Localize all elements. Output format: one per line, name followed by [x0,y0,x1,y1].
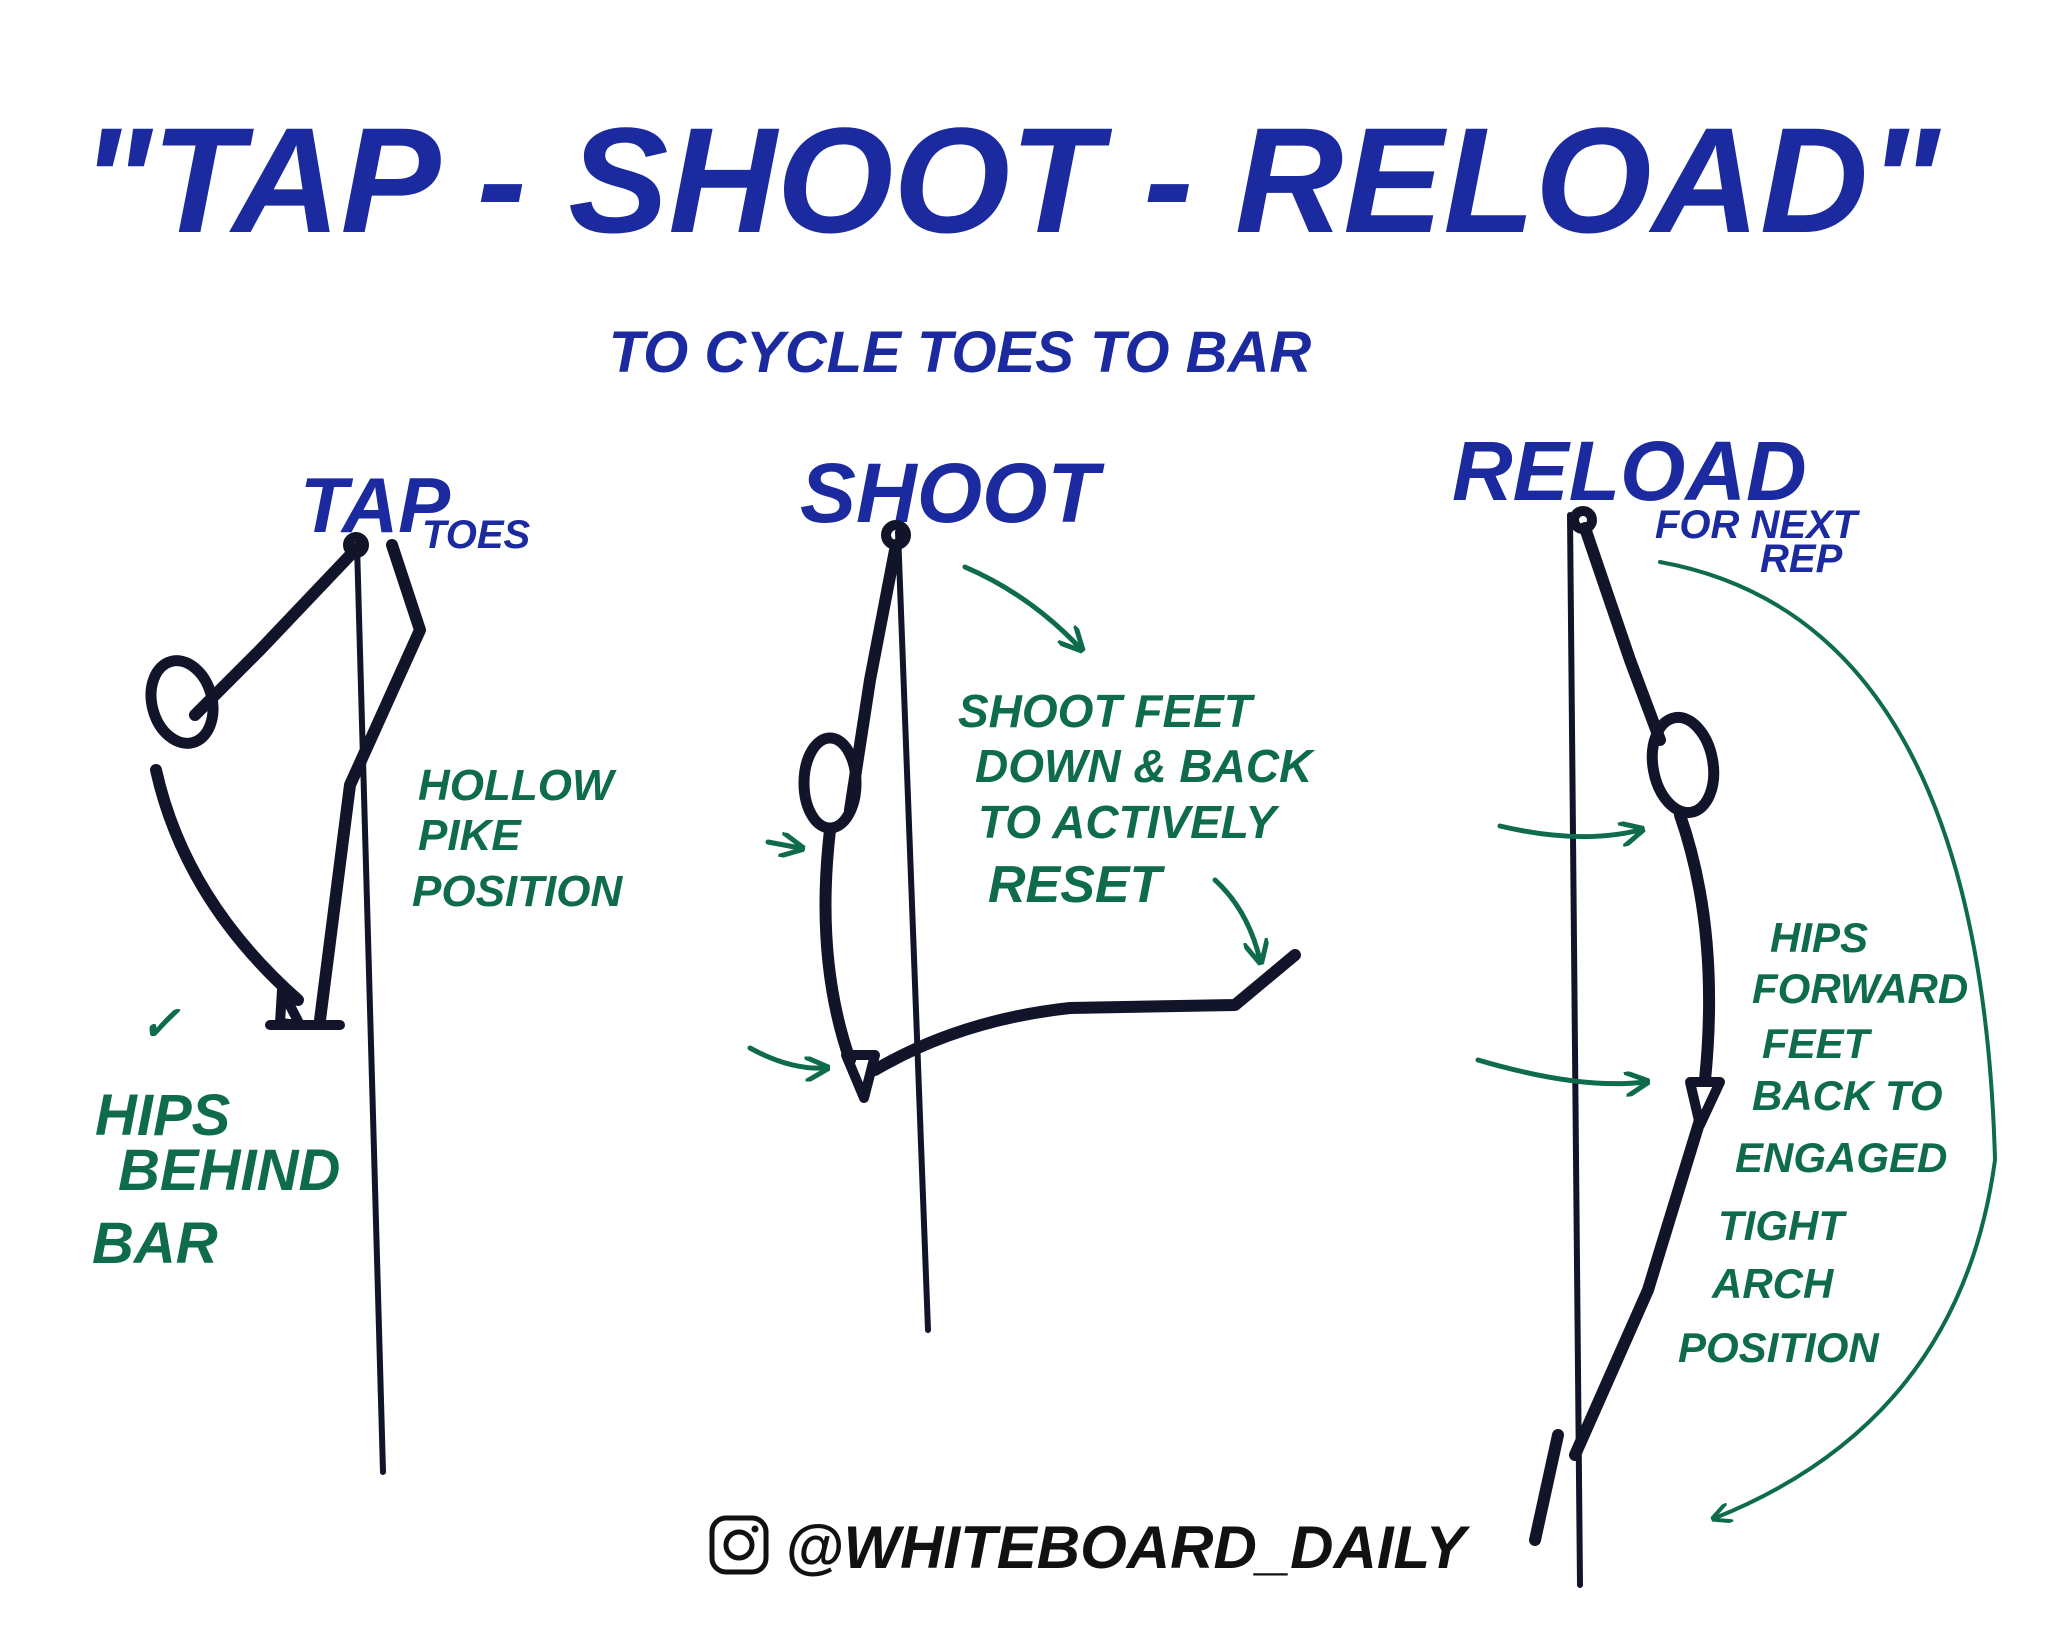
reload-note-line8: POSITION [1678,1324,1880,1371]
tap-note1-line1: HOLLOW [418,761,617,810]
shoot-stick-figure [798,520,1301,1103]
shoot-panel: SHOOT SHOOT FEET DOWN & BACK TO [747,446,1315,1333]
instagram-handle: @WHITEBOARD_DAILY [785,1514,1471,1581]
tap-heading: TAP [300,461,451,549]
reload-heading: RELOAD [1452,424,1807,518]
reload-arrows [1475,560,1997,1518]
tap-bar [354,542,386,1475]
reload-note-line5: ENGAGED [1735,1134,1947,1181]
tap-note2-line3: BAR [92,1211,218,1276]
shoot-note-line2: DOWN & BACK [975,740,1315,792]
tap-heading-note: TOES [422,513,531,557]
reload-note-line3: FEET [1762,1020,1873,1067]
tap-note2-line1: HIPS [95,1083,231,1148]
reload-note-line6: TIGHT [1718,1202,1847,1249]
reload-stick-figure [1529,506,1725,1546]
shoot-note-line1: SHOOT FEET [958,685,1256,737]
main-title: "TAP - SHOOT - RELOAD" [81,96,1942,264]
tap-note1-line3: POSITION [412,867,623,916]
tap-panel: TAP TOES HOLLOW PIKE POSITION ✓ HIPS [92,461,623,1475]
tap-note-hollow-pike: HOLLOW PIKE POSITION [412,761,623,916]
reload-note-line4: BACK TO [1752,1072,1943,1119]
subtitle: TO CYCLE TOES TO BAR [609,320,1312,385]
tap-stick-figure [145,532,426,1030]
shoot-heading: SHOOT [800,446,1105,540]
shoot-note-line4: RESET [988,856,1166,914]
shoot-note-line3: TO ACTIVELY [978,796,1280,848]
tap-note1-line2: PIKE [418,811,522,860]
reload-panel: RELOAD FOR NEXT REP HIPS FORWA [1452,424,1997,1588]
shoot-arrows [747,564,1260,1068]
check-mark: ✓ [140,998,181,1051]
tap-note2-line2: BEHIND [118,1138,340,1203]
reload-bar [1567,512,1583,1588]
reload-note-line7: ARCH [1711,1260,1835,1307]
footer: @WHITEBOARD_DAILY [709,1514,1471,1581]
tap-note-hips-behind: HIPS BEHIND BAR [92,1083,340,1276]
reload-note-line2: FORWARD [1752,965,1968,1012]
shoot-note: SHOOT FEET DOWN & BACK TO ACTIVELY RESET [958,685,1315,914]
instagram-icon [709,1515,769,1575]
reload-heading-note-line1: FOR NEXT [1655,503,1861,547]
reload-note: HIPS FORWARD FEET BACK TO ENGAGED TIGHT … [1678,914,1968,1371]
reload-note-line1: HIPS [1770,914,1868,961]
shoot-bar [895,529,931,1333]
reload-heading-note-line2: REP [1760,537,1843,581]
